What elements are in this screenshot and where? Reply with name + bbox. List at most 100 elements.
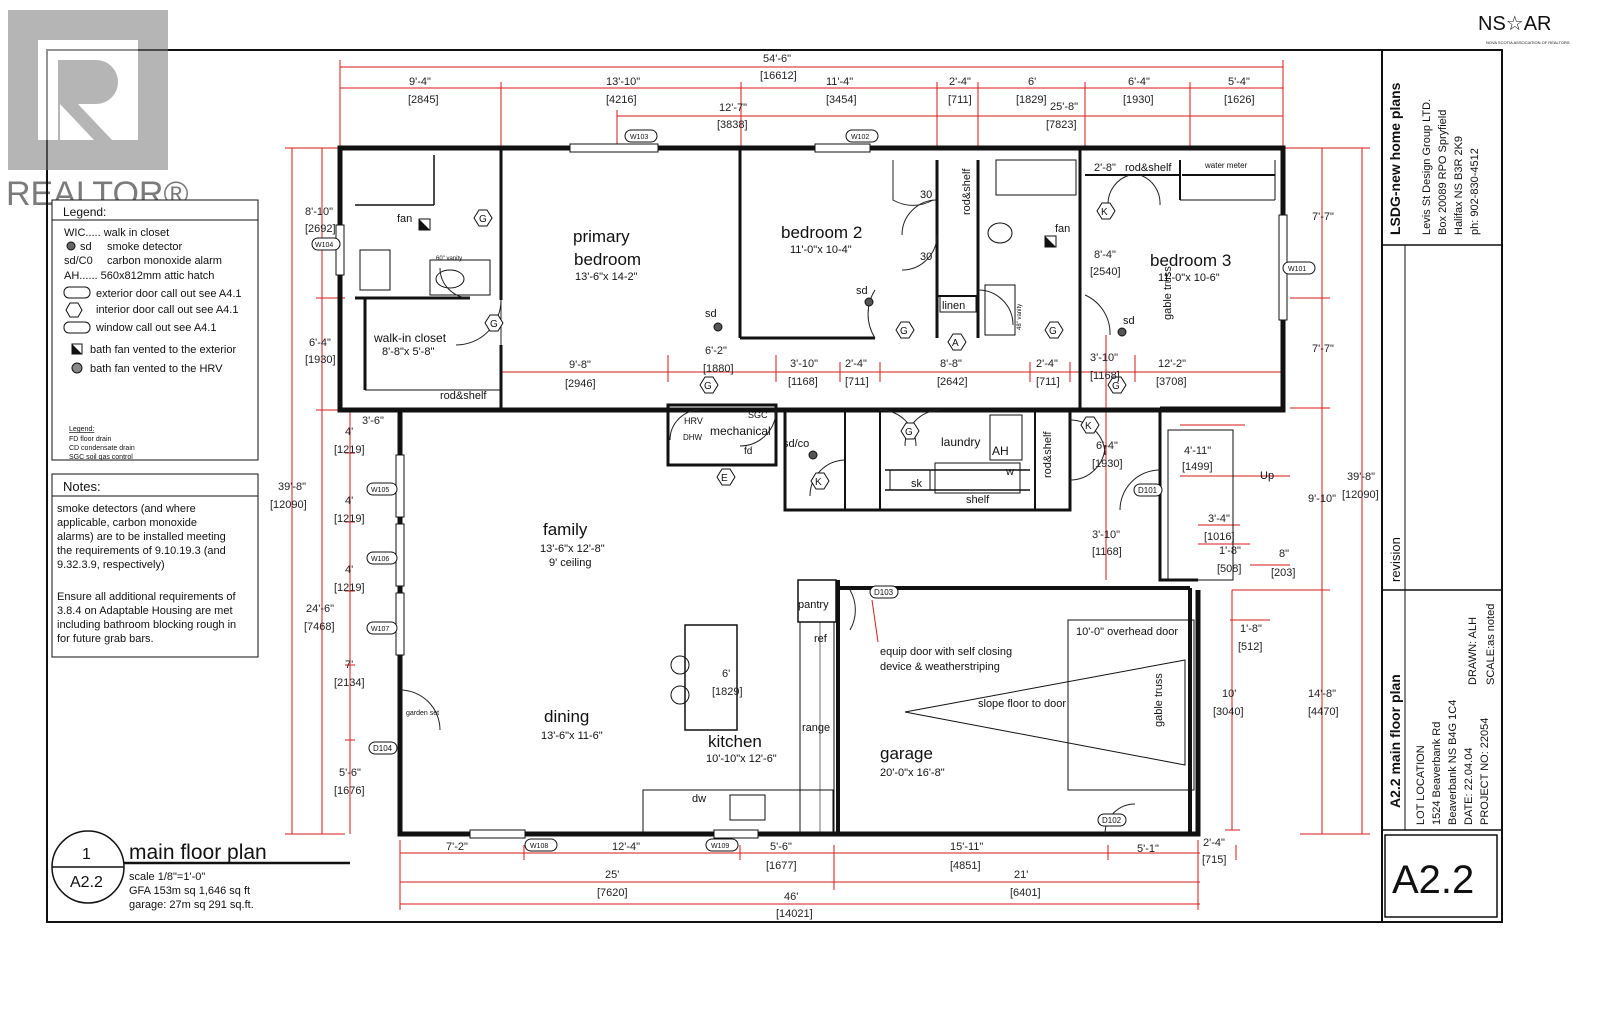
svg-text:9.32.3.9, respectively): 9.32.3.9, respectively)	[57, 559, 165, 571]
family-size: 13'-6"x 12'-8"	[540, 543, 605, 555]
svg-text:[2540]: [2540]	[1090, 266, 1121, 278]
svg-text:[1829]: [1829]	[712, 686, 743, 698]
int-door-hex-k1: K	[1096, 202, 1116, 220]
svg-text:48" vanity: 48" vanity	[1017, 304, 1023, 330]
svg-text:7'-7": 7'-7"	[1312, 343, 1334, 355]
svg-text:7'-7": 7'-7"	[1312, 211, 1334, 223]
dining-size: 13'-6"x 11-6"	[541, 730, 603, 742]
svg-text:[14021]: [14021]	[776, 908, 813, 920]
svg-text:1524 Beaverbank Rd: 1524 Beaverbank Rd	[1431, 722, 1443, 825]
svg-text:fan: fan	[1055, 223, 1070, 235]
interior-door-hexes: G G G A G K G G G K E K	[473, 202, 1127, 490]
int-door-hex-g3: G	[895, 321, 915, 339]
svg-text:[3838]: [3838]	[717, 119, 748, 131]
svg-text:3'-10": 3'-10"	[790, 358, 818, 370]
svg-text:applicable, carbon monoxide: applicable, carbon monoxide	[57, 517, 197, 529]
svg-text:[1219]: [1219]	[334, 513, 365, 525]
bed2-size: 11'-0"x 10-4"	[790, 244, 852, 256]
svg-text:[7468]: [7468]	[304, 621, 335, 633]
svg-text:7': 7'	[345, 659, 353, 671]
laundry-label: laundry	[941, 435, 980, 449]
svg-text:4': 4'	[345, 564, 353, 576]
svg-text:9'-8": 9'-8"	[569, 359, 591, 371]
svg-text:[1168]: [1168]	[1090, 370, 1120, 382]
window-tag-w106: W106	[366, 551, 398, 565]
svg-text:6'-4": 6'-4"	[1096, 440, 1118, 452]
svg-text:equip door with self closing: equip door with self closing	[880, 646, 1012, 658]
svg-text:W105: W105	[371, 487, 389, 494]
svg-text:fd: fd	[744, 446, 752, 457]
dimension-text: 54'-6" [16612] 9'-4"[2845] 13'-10"[4216]…	[270, 53, 1379, 920]
svg-text:[4470]: [4470]	[1308, 706, 1339, 718]
svg-text:W108: W108	[530, 843, 548, 850]
svg-text:K: K	[1085, 421, 1092, 432]
bed3-label: bedroom 3	[1150, 251, 1231, 270]
svg-text:smoke detector: smoke detector	[107, 241, 183, 253]
svg-text:[1676]: [1676]	[334, 785, 365, 797]
svg-text:sd/C0: sd/C0	[64, 255, 93, 267]
svg-text:2'-4": 2'-4"	[1036, 358, 1058, 370]
svg-text:sk: sk	[911, 478, 923, 490]
svg-text:2'-4": 2'-4"	[1203, 837, 1225, 849]
svg-text:SCALE:as noted: SCALE:as noted	[1485, 604, 1497, 685]
svg-text:6': 6'	[1028, 76, 1036, 88]
svg-text:60" vanity: 60" vanity	[436, 256, 462, 262]
svg-text:W102: W102	[851, 134, 869, 141]
svg-text:sd: sd	[1123, 315, 1135, 327]
title-block: LSDG-new home plans Levis St Design Grou…	[1384, 82, 1498, 918]
svg-text:[203]: [203]	[1271, 567, 1295, 579]
svg-text:[1677]: [1677]	[766, 860, 797, 872]
svg-text:the requirements of 9.10.19.3: the requirements of 9.10.19.3 (and	[57, 545, 226, 557]
svg-text:3.8.4 on Adaptable Housing are: 3.8.4 on Adaptable Housing are met	[57, 605, 233, 617]
window-tag-w103: W103	[624, 129, 658, 143]
svg-text:D101: D101	[1138, 486, 1158, 495]
svg-text:5'-6": 5'-6"	[339, 767, 361, 779]
fixture-labels: fan fan 60" vanity 48" vanity rod&shelf …	[397, 161, 1274, 805]
ext-door-tag-d102: D102	[1097, 813, 1127, 827]
svg-text:Ensure all additional requirem: Ensure all additional requirements of	[57, 591, 236, 603]
svg-text:bath fan vented to the HRV: bath fan vented to the HRV	[90, 363, 223, 375]
svg-text:[3708]: [3708]	[1156, 376, 1187, 388]
svg-text:[1930]: [1930]	[305, 354, 336, 366]
svg-text:Box 20089 RPO Spryfield: Box 20089 RPO Spryfield	[1437, 110, 1449, 235]
svg-text:E: E	[721, 473, 728, 484]
svg-text:[12090]: [12090]	[1342, 489, 1379, 501]
svg-text:2'-8": 2'-8"	[1094, 162, 1116, 174]
svg-text:FD floor drain: FD floor drain	[69, 436, 112, 443]
svg-text:[1626]: [1626]	[1224, 94, 1255, 106]
family-label: family	[543, 520, 588, 539]
svg-text:1'-8": 1'-8"	[1240, 623, 1262, 635]
svg-text:garden set: garden set	[406, 710, 439, 717]
svg-text:water meter: water meter	[1204, 161, 1248, 170]
dimension-lines	[285, 60, 1370, 910]
svg-text:device & weatherstriping: device & weatherstriping	[880, 661, 1000, 673]
svg-text:7'-2": 7'-2"	[446, 841, 468, 853]
svg-text:range: range	[802, 722, 830, 734]
svg-text:[6401]: [6401]	[1010, 887, 1041, 899]
primary-label-1: primary	[573, 227, 630, 246]
svg-text:[1168]: [1168]	[788, 376, 818, 388]
svg-text:[3454]: [3454]	[826, 94, 857, 106]
svg-text:W101: W101	[1288, 266, 1306, 273]
svg-text:K: K	[815, 477, 822, 488]
svg-text:PROJECT NO: 22054: PROJECT NO: 22054	[1479, 718, 1491, 825]
svg-text:interior door call out see A4.: interior door call out see A4.1	[96, 304, 238, 316]
svg-text:w: w	[1005, 466, 1014, 478]
detail-number: 1	[82, 846, 91, 863]
svg-text:[512]: [512]	[1238, 641, 1262, 653]
svg-text:G: G	[1112, 381, 1120, 392]
svg-text:CD condensate drain: CD condensate drain	[69, 445, 135, 452]
svg-text:WIC..... walk in closet: WIC..... walk in closet	[64, 227, 169, 239]
svg-text:[711]: [711]	[948, 94, 972, 106]
sheet-border	[46, 49, 1503, 923]
int-door-hex-g5: G	[699, 376, 719, 394]
window-tag-w102: W102	[845, 129, 879, 143]
svg-text:window call out see A4.1: window call out see A4.1	[95, 322, 216, 334]
svg-text:gable truss: gable truss	[1153, 673, 1165, 727]
svg-text:sd/co: sd/co	[783, 438, 809, 450]
svg-text:fan: fan	[397, 213, 412, 225]
svg-text:10'-0" overhead door: 10'-0" overhead door	[1076, 626, 1178, 638]
svg-text:2'-4": 2'-4"	[845, 358, 867, 370]
svg-text:[1219]: [1219]	[334, 582, 365, 594]
drawing-garage-area: garage: 27m sq 291 sq.ft.	[129, 899, 254, 911]
